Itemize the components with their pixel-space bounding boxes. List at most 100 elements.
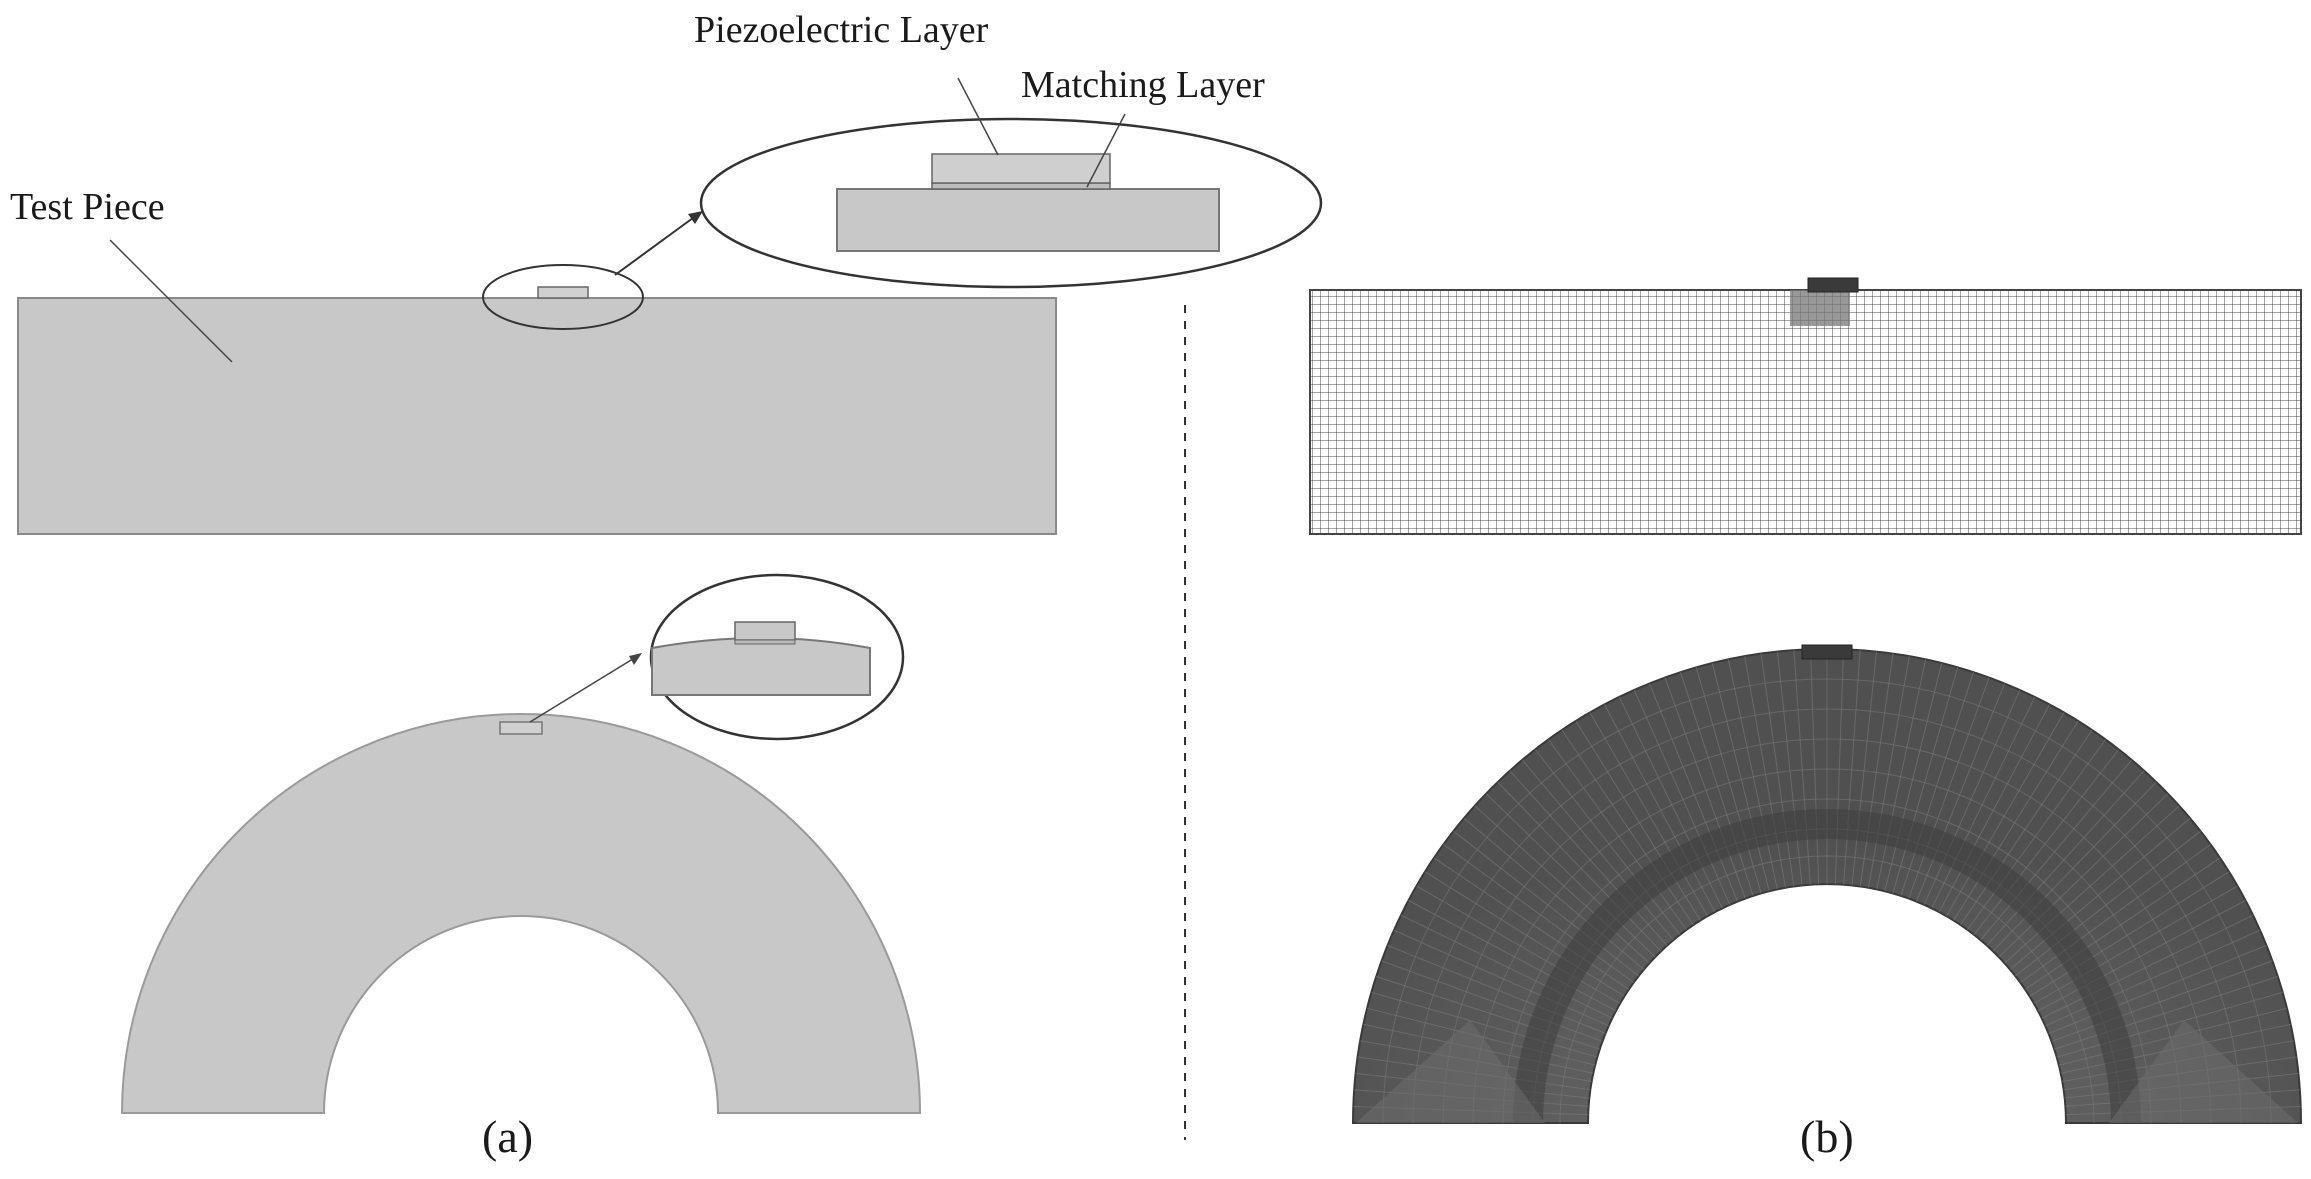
test-piece-plate	[17, 297, 1057, 535]
mesh-radial-line	[1547, 739, 1687, 930]
panel-b: (b)	[1309, 277, 2303, 1162]
mesh-radial-line	[1859, 653, 1894, 887]
mesh-radial-line	[1711, 662, 1770, 892]
mesh-radial-line	[1923, 689, 2021, 905]
mesh-radial-line	[1998, 793, 2169, 958]
arch-transducer	[499, 721, 543, 735]
mesh-radial-line	[1793, 650, 1811, 885]
mesh-arch-corner-left	[1356, 1020, 1545, 1123]
mesh-radial-line	[2033, 885, 2238, 1004]
mesh-radial-line	[1916, 683, 2006, 902]
mesh-radial-line	[1868, 656, 1910, 888]
mesh-radial-line	[2054, 976, 2278, 1050]
mesh-radial-line	[1453, 830, 1640, 977]
piezo-label: Piezoelectric Layer	[694, 9, 989, 51]
mesh-radial-line	[1393, 929, 1609, 1027]
mesh-radial-line	[1433, 857, 1630, 990]
plate-zoom-arrow	[614, 214, 698, 276]
mesh-radial-line	[2024, 857, 2221, 990]
plate-transducer	[537, 286, 589, 299]
mesh-radial-line	[1931, 696, 2036, 909]
mesh-radial-line	[1474, 805, 1650, 964]
mesh-radial-line	[1664, 677, 1746, 899]
mesh-radial-line	[1589, 712, 1708, 917]
test-piece-leader-line	[109, 239, 233, 363]
mesh-radial-line	[1960, 729, 2093, 926]
mesh-arch-corner-right	[2109, 1020, 2298, 1123]
mesh-radial-line	[1946, 712, 2065, 917]
mesh-radial-line	[1575, 720, 1701, 921]
mesh-radial-line	[1953, 720, 2079, 921]
mesh-radial-line	[1387, 944, 1606, 1034]
mesh-radial-line	[1876, 659, 1927, 890]
mesh-radial-line	[1892, 667, 1959, 894]
mesh-radial-line	[1424, 871, 1625, 997]
mesh-radial-line	[1680, 672, 1754, 896]
mesh-arch-transducer	[1801, 644, 1853, 660]
mesh-arch	[1351, 648, 2303, 1124]
mesh-radial-line	[1376, 976, 1600, 1050]
mesh-radial-line	[1443, 843, 1634, 983]
mesh-radial-line	[1727, 659, 1778, 890]
mesh-radial-line	[2009, 817, 2191, 970]
mesh-radial-line	[1485, 793, 1656, 958]
matching-leader-line	[1086, 113, 1126, 188]
mesh-radial-line	[1408, 900, 1617, 1012]
mesh-radial-line	[1604, 704, 1716, 913]
panel-a: Piezoelectric Layer Matching Layer Test …	[10, 9, 1323, 1162]
plate-zoom-ellipse	[699, 117, 1323, 289]
mesh-radial-line	[1760, 653, 1795, 887]
mesh-radial-line	[2014, 830, 2201, 977]
mesh-radial-line	[2020, 843, 2211, 983]
mesh-radial-line	[1381, 960, 1603, 1042]
mesh-radial-line	[1400, 914, 1613, 1019]
mesh-plate-transducer	[1807, 277, 1859, 293]
mesh-radial-line	[1810, 649, 1820, 885]
arch-zoom-matching	[734, 639, 796, 645]
mesh-radial-line	[1521, 759, 1674, 941]
plate-detail-marker	[482, 264, 644, 330]
piezo-leader-line	[957, 77, 999, 156]
mesh-radial-line	[2004, 805, 2180, 964]
mesh-radial-line	[1497, 781, 1662, 952]
mesh-radial-line	[1843, 650, 1861, 885]
mesh-radial-line	[1851, 651, 1877, 886]
arch-zoom-substrate	[651, 637, 871, 696]
mesh-radial-line	[2029, 871, 2230, 997]
mesh-radial-line	[1416, 885, 1621, 1004]
caption-b: (b)	[1800, 1111, 1854, 1162]
mesh-radial-line	[2037, 900, 2246, 1012]
matching-label: Matching Layer	[1021, 64, 1265, 106]
mesh-radial-line	[1509, 770, 1668, 946]
mesh-radial-line	[1884, 662, 1943, 892]
mesh-radial-line	[2051, 960, 2273, 1042]
mesh-radial-line	[1967, 739, 2107, 930]
mesh-plate	[1309, 289, 2302, 535]
plate-zoom-arrowhead	[688, 211, 703, 224]
mesh-radial-line	[1908, 677, 1990, 899]
mesh-radial-line	[1777, 651, 1803, 886]
mesh-radial-line	[1648, 683, 1738, 902]
test-piece-label: Test Piece	[10, 186, 165, 228]
arch-zoom-piezo	[734, 621, 796, 641]
mesh-radial-line	[1834, 649, 1844, 885]
mesh-radial-line	[1973, 749, 2120, 936]
mesh-radial-line	[1463, 817, 1645, 970]
arch-zoom-arrow	[529, 656, 637, 723]
zoom-piezo-layer	[931, 153, 1111, 184]
mesh-radial-line	[2041, 914, 2254, 1019]
mesh-radial-line	[1633, 689, 1731, 905]
mesh-radial-line	[1371, 991, 1598, 1058]
mesh-radial-line	[1938, 704, 2050, 913]
mesh-radial-line	[1561, 729, 1694, 926]
mesh-radial-line	[2045, 929, 2261, 1027]
arch-zoom-arrowhead	[629, 653, 642, 665]
zoom-matching-layer	[931, 182, 1111, 190]
caption-a: (a)	[482, 1111, 533, 1162]
mesh-radial-line	[1744, 656, 1786, 888]
mesh-radial-line	[1992, 781, 2157, 952]
mesh-radial-line	[1695, 667, 1762, 894]
mesh-radial-line	[1986, 770, 2145, 946]
mesh-radial-line	[1900, 672, 1974, 896]
